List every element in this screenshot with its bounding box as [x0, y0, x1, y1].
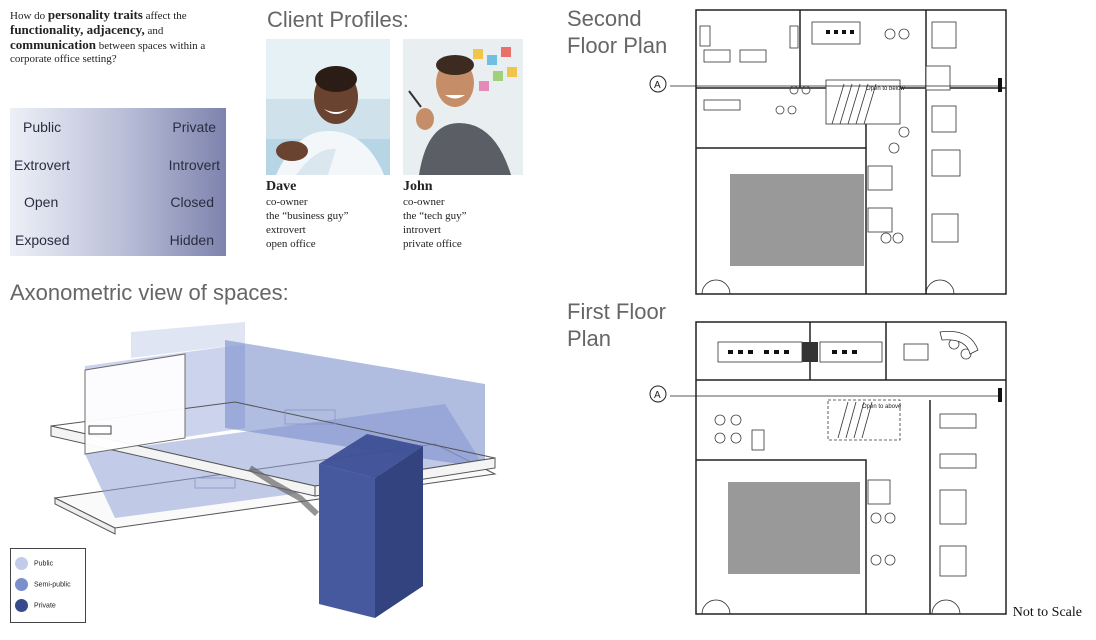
portrait-image [403, 39, 523, 175]
client-line: extrovert [266, 224, 306, 236]
client-name: John [403, 179, 433, 194]
semi-public-volume [225, 340, 485, 468]
second-floor-title: Second Floor Plan [567, 5, 667, 59]
legend-item: Private [15, 599, 56, 612]
client-line: open office [266, 238, 316, 250]
legend-item: Semi-public [15, 578, 71, 591]
client-profiles-title: Client Profiles: [267, 7, 409, 32]
legend-item: Public [15, 557, 53, 570]
spectrum-left: Public [23, 119, 62, 135]
client-line: introvert [403, 224, 441, 236]
client-line: co-owner [403, 196, 445, 208]
second-floor-plan: Open to below A [649, 9, 1007, 295]
question-text-3: and [144, 25, 164, 37]
first-floor-title: First Floor Plan [567, 298, 666, 352]
client-caption-john: John co-owner the “tech guy” introvert p… [403, 178, 467, 251]
spectrum-left: Exposed [15, 232, 70, 248]
portrait-image [266, 39, 390, 175]
client-line: the “business guy” [266, 210, 349, 222]
title-line: Floor Plan [567, 33, 668, 58]
grid-marker: A [654, 390, 661, 401]
legend-swatch [15, 557, 28, 570]
axonometric-drawing [50, 322, 497, 618]
spectrum-left: Extrovert [14, 157, 71, 173]
client-line: private office [403, 238, 462, 250]
legend-swatch [15, 599, 28, 612]
first-floor-plan: Open to above A [649, 321, 1007, 615]
question-text-1: How do [10, 10, 48, 22]
legend: Public Semi-public Private [10, 548, 86, 623]
spectrum-right: Hidden [169, 232, 214, 248]
client-photo-john [403, 39, 523, 175]
client-name: Dave [266, 179, 297, 194]
title-line: Second [567, 6, 642, 31]
private-volume-side [375, 446, 423, 618]
trait-spectrum: Public Private Extrovert Introvert Open … [10, 108, 226, 256]
axonometric-title: Axonometric view of spaces: [10, 280, 289, 305]
spectrum-left: Open [24, 194, 59, 210]
courtyard-void [730, 174, 864, 266]
spectrum-right: Closed [170, 194, 214, 210]
scale-note: Not to Scale [1012, 605, 1082, 620]
question-bold-3: communication [10, 37, 96, 52]
grid-marker: A [654, 80, 661, 91]
legend-label: Public [34, 560, 54, 568]
title-line: First Floor [567, 299, 666, 324]
title-line: Plan [567, 326, 612, 351]
private-volume-front [319, 464, 375, 618]
question-text-2: affect the [142, 10, 187, 22]
plan-note: Open to above [862, 404, 902, 410]
spectrum-right: Introvert [168, 157, 220, 173]
question-text-4: between spaces within a corporate office… [10, 40, 206, 65]
client-photo-dave [266, 39, 390, 175]
legend-swatch [15, 578, 28, 591]
question-bold-1: personality traits [47, 7, 143, 22]
client-line: the “tech guy” [403, 210, 467, 222]
client-line: co-owner [266, 196, 308, 208]
private-volume-top [319, 434, 423, 478]
question-bold-2: functionality, adjacency, [10, 22, 145, 37]
plan-note: Open to below [866, 86, 905, 92]
legend-label: Semi-public [34, 581, 71, 589]
legend-label: Private [34, 602, 56, 610]
research-question: How do personality traits affect the fun… [10, 8, 245, 66]
spectrum-right: Private [172, 119, 216, 135]
courtyard-void [728, 482, 860, 574]
client-caption-dave: Dave co-owner the “business guy” extrove… [266, 178, 348, 251]
